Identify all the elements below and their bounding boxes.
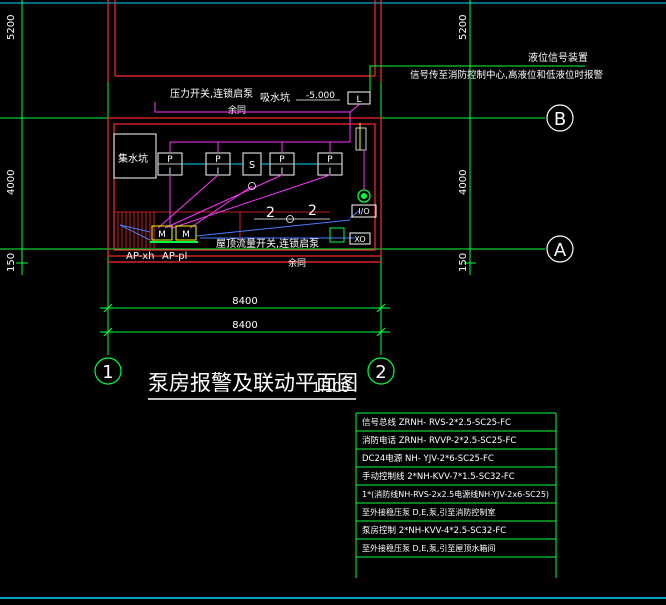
left-dimension-chain [16, 0, 28, 275]
svg-text:M: M [158, 230, 166, 240]
xo-module-label: XO [354, 235, 365, 244]
io-module [351, 204, 377, 218]
svg-text:I: I [169, 167, 172, 177]
level-sensor [355, 127, 367, 151]
valve-circle-1 [248, 182, 256, 190]
spare-top-label: 余同 [228, 104, 246, 116]
pump-4: P I [317, 152, 343, 177]
pump-1: P I [157, 152, 183, 177]
ap-xh-label: AP-xh [126, 251, 155, 262]
phone-jack [329, 227, 345, 243]
svg-text:M: M [182, 230, 190, 240]
ap-pl-label: AP-pl [162, 251, 187, 262]
right-dimension-chain [464, 0, 476, 275]
legend-row-8: 至外接稳压泵 D,E,泵,引至屋顶水箱间 [362, 543, 495, 553]
svg-text:P: P [215, 155, 221, 165]
valve-s: S [242, 152, 262, 176]
axis-label-1: 1 [102, 362, 113, 383]
level-note-label: 信号传至消防控制中心,高液位和低液位时报警 [410, 69, 604, 81]
drawing-title: 泵房报警及联动平面图 [148, 371, 358, 395]
dim-width-top: 8400 [232, 296, 257, 307]
motor-box-2: M [175, 225, 197, 241]
legend-row-7: 泵房控制 2*NH-KVV-4*2.5-SC32-FC [362, 525, 506, 536]
sump-label: 集水坑 [118, 152, 148, 165]
level-box-label: L [356, 95, 361, 105]
io-module-label: I/O [358, 207, 369, 216]
count-a: 2 [266, 205, 275, 221]
axis-bubble-a [546, 235, 574, 263]
svg-text:I: I [329, 167, 332, 177]
motor-box-1: M [151, 225, 173, 241]
elevation-label: -5.000 [306, 91, 335, 101]
axis-label-a: A [554, 240, 567, 261]
upper-room-walls [107, 0, 382, 82]
pump-3: P I [269, 152, 295, 177]
axis-label-2: 2 [375, 362, 386, 383]
drawing-scale: 1:100 [312, 381, 349, 396]
dim-right-5200: 5200 [458, 15, 469, 40]
axis-label-b: B [554, 109, 566, 130]
axis-bubble-b [546, 104, 574, 132]
svg-text:I: I [217, 167, 220, 177]
alarm-device-core [361, 193, 367, 199]
count-b: 2 [308, 203, 317, 219]
sump-pit [113, 133, 157, 179]
dim-left-4000: 4000 [6, 170, 17, 195]
legend-table [355, 412, 557, 578]
suction-pit-label: 吸水坑 [260, 91, 290, 104]
bottom-dimensions [100, 300, 390, 340]
svg-text:P: P [167, 155, 173, 165]
level-box [347, 91, 371, 105]
level-device-label: 液位信号装置 [528, 51, 588, 64]
spare-bottom-label: 余同 [288, 257, 306, 269]
dim-left-5200: 5200 [6, 15, 17, 40]
flow-switch-label: 屋顶流量开关,连锁启泵 [216, 237, 319, 250]
dim-width-bottom: 8400 [232, 320, 257, 331]
dim-left-150: 150 [6, 253, 17, 272]
blue-wiring [119, 209, 361, 241]
svg-text:P: P [327, 155, 333, 165]
level-leader [369, 65, 585, 92]
svg-text:S: S [249, 160, 255, 171]
legend-row-5: 1*(消防线NH-RVS-2x2.5电源线NH-YJV-2x6-SC25) [362, 489, 549, 499]
axis-bubble-2 [367, 357, 395, 385]
legend-row-4: 手动控制线 2*NH-KVV-7*1.5-SC32-FC [362, 471, 515, 482]
pump-2: P I [205, 152, 231, 177]
signal-wiring [154, 102, 361, 229]
pressure-switch-label: 压力开关,连锁启泵 [170, 87, 253, 100]
svg-text:P: P [279, 155, 285, 165]
legend-row-2: 消防电话 ZRNH- RVVP-2*2.5-SC25-FC [362, 435, 516, 446]
dim-right-4000: 4000 [458, 170, 469, 195]
dim-right-150: 150 [458, 253, 469, 272]
axis-bubble-1 [94, 357, 122, 385]
xo-module [349, 232, 371, 245]
legend-row-6: 至外接稳压泵 D,E,泵,引至消防控制室 [362, 507, 495, 517]
pump-room-walls [107, 117, 382, 263]
legend-row-3: DC24电源 NH- YJV-2*6-SC25-FC [362, 453, 494, 464]
legend-row-1: 信号总线 ZRNH- RVS-2*2.5-SC25-FC [362, 417, 511, 428]
svg-text:I: I [281, 167, 284, 177]
